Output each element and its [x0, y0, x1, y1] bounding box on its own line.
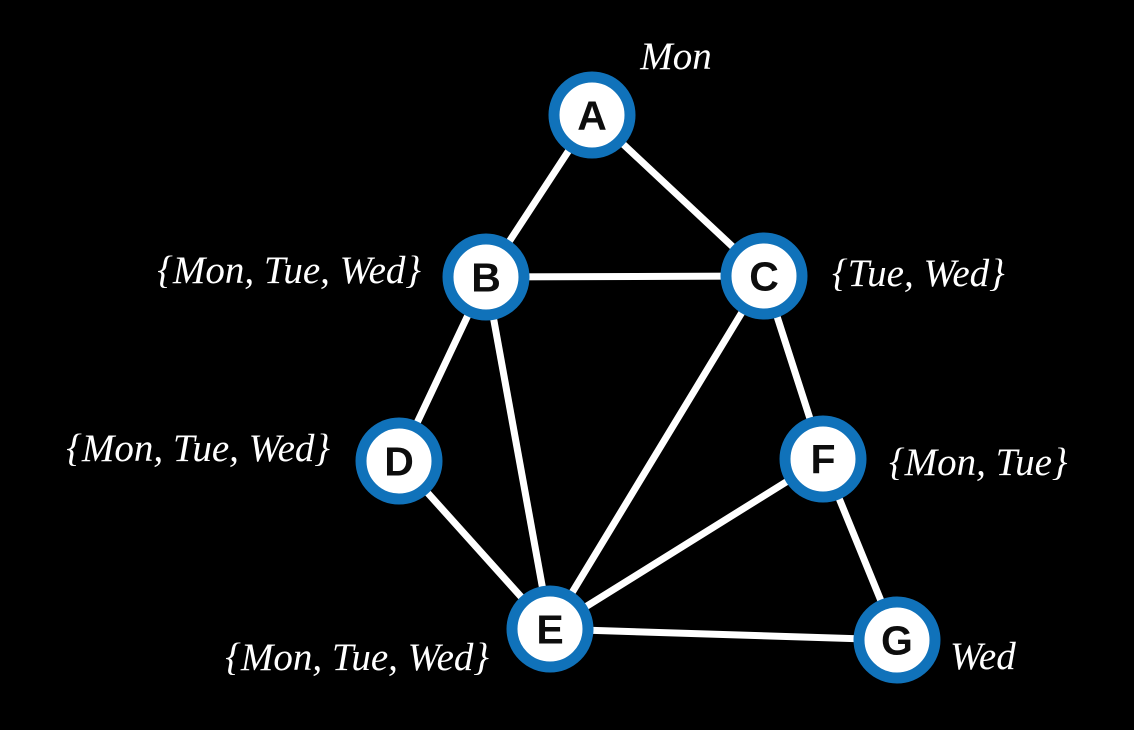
node-C: C — [720, 232, 808, 320]
domain-label-E: {Mon, Tue, Wed} — [225, 636, 489, 679]
node-B-circle — [442, 233, 530, 321]
edge-C-E — [546, 272, 768, 633]
domain-label-layer: Mon {Mon, Tue, Wed} {Tue, Wed} {Mon, Tue, W… — [66, 35, 1068, 679]
node-D: D — [355, 417, 443, 505]
node-G-letter: G — [881, 618, 913, 664]
edge-E-F — [546, 455, 827, 633]
domain-label-A: Mon — [639, 35, 712, 78]
edge-E-G — [546, 625, 901, 644]
domain-label-B: {Mon, Tue, Wed} — [157, 249, 421, 292]
node-D-circle — [355, 417, 443, 505]
domain-label-C: {Tue, Wed} — [832, 252, 1005, 295]
node-D-letter: D — [384, 439, 414, 485]
domain-label-G: Wed — [950, 635, 1016, 678]
node-F: F — [779, 415, 867, 503]
node-layer: A B C D E F G — [355, 71, 941, 684]
domain-label-D: {Mon, Tue, Wed} — [66, 427, 330, 470]
node-F-letter: F — [810, 437, 835, 483]
node-A-letter: A — [577, 93, 607, 139]
node-A: A — [548, 71, 636, 159]
node-E-letter: E — [536, 607, 563, 653]
node-F-circle — [779, 415, 867, 503]
node-G: G — [853, 596, 941, 684]
node-A-circle — [548, 71, 636, 159]
node-C-circle — [720, 232, 808, 320]
edge-B-E — [482, 273, 554, 633]
node-B-letter: B — [471, 255, 501, 301]
edge-B-C — [482, 272, 768, 281]
node-G-circle — [853, 596, 941, 684]
domain-label-F: {Mon, Tue} — [889, 441, 1068, 484]
node-C-letter: C — [749, 254, 779, 300]
node-E: E — [506, 585, 594, 673]
node-B: B — [442, 233, 530, 321]
node-E-circle — [506, 585, 594, 673]
